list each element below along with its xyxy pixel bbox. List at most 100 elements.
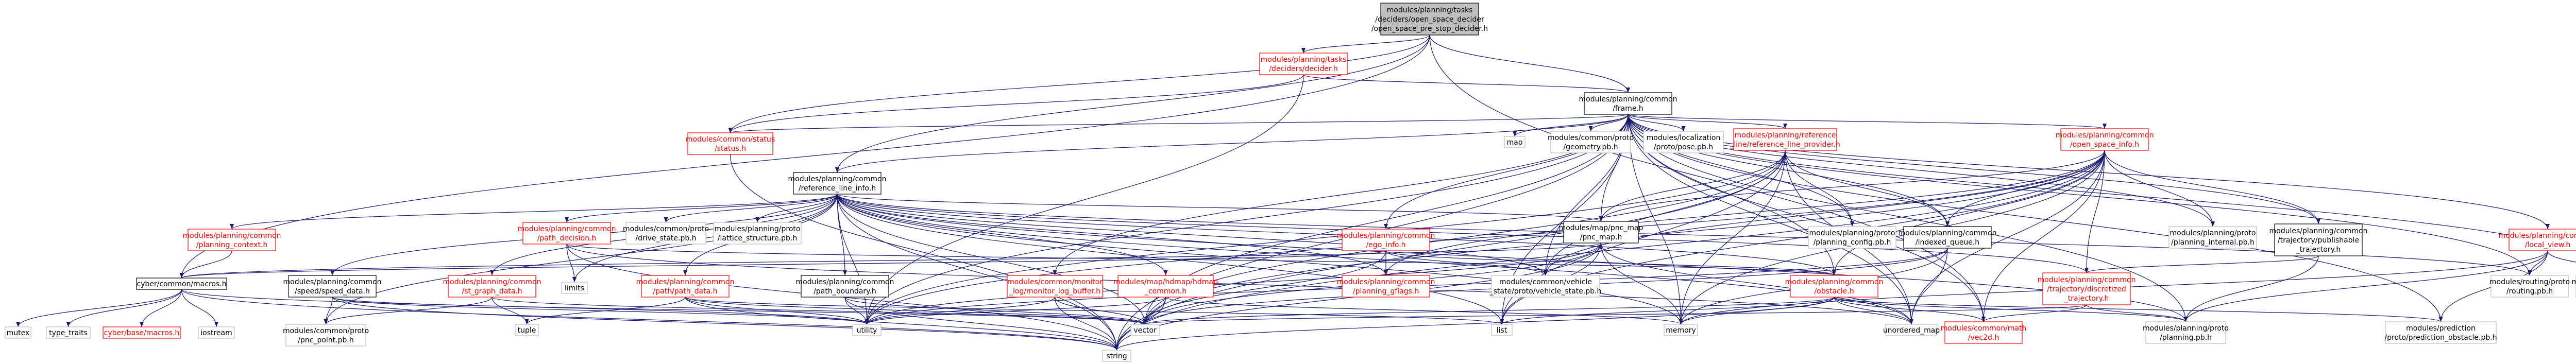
node-box [1643, 131, 1724, 153]
node-label-line: modules/prediction [2406, 324, 2476, 333]
edge-root-to-vec2d [1429, 34, 1986, 322]
node-st-graph-data[interactable]: modules/planning/common/st_graph_data.h [443, 275, 541, 298]
node-planning-context[interactable]: modules/planning/common/planning_context… [183, 229, 281, 251]
node-box [2042, 272, 2131, 305]
node-ref-line-info[interactable]: modules/planning/common/reference_line_i… [788, 172, 887, 195]
edge-st_graph_data-to-vector [492, 297, 1147, 325]
edge-path_data-to-vector [685, 297, 1147, 325]
node-box [1259, 53, 1348, 75]
node-label-line: modules/routing/proto [2489, 278, 2570, 286]
node-vec2d[interactable]: modules/common/math/vec2d.h [1941, 321, 2027, 344]
node-label-line: modules/common/math [1941, 324, 2027, 333]
node-box [2490, 275, 2569, 298]
node-box [1102, 350, 1131, 362]
node-pad-msg: modules/planning/proto/pad_msg.pb.h [2572, 275, 2576, 298]
node-drive-state: modules/common/proto/drive_state.pb.h [623, 222, 709, 245]
node-label-line: _state/proto/vehicle_state.pb.h [1489, 287, 1602, 296]
edge-pnc_map-to-macros [180, 242, 1602, 279]
node-indexed-queue[interactable]: modules/planning/common/indexed_queue.h [1899, 226, 1997, 249]
node-label-line: /drive_state.pb.h [635, 234, 696, 242]
node-box [46, 326, 91, 339]
edge-ref_line_info-to-planning_gflags [837, 194, 1388, 276]
edge-publishable-to-discretized [2084, 255, 2319, 273]
edge-ego_info-to-obstacle [1385, 250, 1836, 276]
node-ref-provider[interactable]: modules/planning/reference_line/referenc… [1730, 128, 1840, 151]
edge-discretized-to-planning_pb [2086, 304, 2188, 322]
edge-obstacle-to-memory [1679, 297, 1835, 325]
node-path-boundary[interactable]: modules/planning/common/path_boundary.h [796, 275, 894, 298]
edge-open_space_info-to-discretized [2084, 150, 2105, 273]
node-label-line: /deciders/decider.h [1269, 65, 1337, 73]
node-label-line: modules/planning/common [1785, 278, 1884, 286]
node-open-space-info[interactable]: modules/planning/common/open_space_info.… [2056, 128, 2154, 151]
node-frame[interactable]: modules/planning/common/frame.h [1579, 92, 1677, 115]
node-label-line: modules/map/hdmap/hdmap [1113, 278, 1218, 286]
node-label-line: _log/monitor_log_buffer.h [1009, 287, 1100, 296]
edge-root-to-ref_line_info [835, 34, 1430, 173]
edge-frame-to-vec2d [1628, 114, 1986, 322]
node-label-line: /planning_context.h [196, 241, 268, 249]
node-box [1733, 128, 1837, 151]
node-speed-data[interactable]: modules/planning/common/speed/speed_data… [283, 275, 382, 298]
edge-ref_provider-to-indexed_queue [1785, 150, 1950, 227]
node-label-line: modules/planning/common [636, 278, 735, 286]
node-macros[interactable]: cyber/common/macros.h [136, 278, 227, 290]
node-discretized[interactable]: modules/planning/common/trajectory/discr… [2038, 272, 2136, 305]
node-label-line: /geometry.pb.h [1563, 143, 1618, 151]
edge-speed_data-to-vector [332, 297, 1147, 325]
edges-layer [16, 34, 2576, 351]
node-label-line: modules/planning/proto [715, 225, 801, 233]
node-label-line: modules/planning/tasks [1261, 56, 1347, 64]
node-label-line: modules/common/proto [1548, 134, 1634, 142]
node-box [1790, 275, 1878, 298]
edge-ref_line_info-to-bitmap [837, 194, 1168, 276]
edge-root-to-frame [1429, 34, 1630, 93]
node-box [1007, 275, 1103, 298]
node-local-view[interactable]: modules/planning/common/local_view.h [2499, 229, 2576, 251]
node-obstacle[interactable]: modules/planning/common/obstacle.h [1785, 275, 1884, 298]
edge-obstacle-to-planning_pb [1834, 297, 2188, 322]
node-publishable[interactable]: modules/planning/common/trajectory/publi… [2269, 223, 2368, 256]
node-label-line: modules/planning/common [443, 278, 541, 286]
edge-obstacle-to-string [1114, 297, 1835, 351]
edge-log_buffer-to-vector [1054, 297, 1147, 325]
edge-pnc_map-to-utility [865, 242, 1602, 325]
node-routing: modules/routing/proto/routing.pb.h [2489, 275, 2570, 298]
edge-frame-to-prediction_obstacle [1628, 114, 2443, 322]
node-label-line: /open_space_pre_stop_decider.h [1371, 25, 1488, 33]
edge-frame-to-status [728, 114, 1629, 133]
node-box [1563, 221, 1639, 244]
edge-open_space_info-to-vec2d [1981, 150, 2105, 322]
node-pnc-point: modules/common/proto/pnc_point.pb.h [283, 324, 369, 346]
node-label-line: /deciders/open_space_decider [1375, 15, 1484, 24]
edge-path_data-to-list [685, 297, 1504, 325]
node-label-line: modules/planning/common [2499, 232, 2576, 240]
node-planning-gflags[interactable]: modules/planning/common/planning_gflags.… [1337, 275, 1435, 298]
node-decider[interactable]: modules/planning/tasks/deciders/decider.… [1259, 53, 1348, 75]
node-box [2145, 321, 2226, 344]
node-bitmap[interactable]: modules/map/hdmap/hdmap_common.h [1113, 275, 1218, 298]
edge-open_space_info-to-string [1114, 150, 2105, 351]
node-status[interactable]: modules/common/status/status.h [686, 132, 775, 155]
node-box [515, 324, 539, 336]
edge-path_data-to-utility [685, 297, 869, 325]
edge-ref_line_info-to-planning_context [230, 194, 838, 230]
node-pnc-map[interactable]: modules/map/pnc_map/pnc_map.h [1559, 221, 1643, 244]
node-ego-info[interactable]: modules/planning/common/ego_info.h [1337, 229, 1435, 251]
edge-frame-to-open_space_info [1628, 114, 2107, 129]
edge-ego_info-to-vector [1143, 250, 1386, 325]
node-label-line: modules/planning/common [788, 175, 887, 183]
node-label-line: modules/planning/proto [1809, 229, 1895, 237]
node-box [1584, 92, 1672, 115]
edge-bitmap-to-string [1114, 297, 1166, 351]
node-path-decision[interactable]: modules/planning/common/path_decision.h [518, 222, 616, 245]
node-path-data[interactable]: modules/planning/common/path/path_data.h [636, 275, 735, 298]
edge-decider-to-status [728, 74, 1304, 133]
edge-bitmap-to-utility [865, 297, 1166, 325]
node-label-line: /routing.pb.h [2506, 287, 2553, 296]
edge-path_data-to-string [685, 297, 1119, 351]
node-base-macros[interactable]: cyber/base/macros.h [103, 326, 181, 339]
edge-path_decision-to-unordered_map [566, 244, 1913, 325]
edge-ref_line_info-to-discretized [837, 194, 2089, 273]
node-log-buffer[interactable]: modules/common/monitor_log/monitor_log_b… [1007, 275, 1103, 298]
